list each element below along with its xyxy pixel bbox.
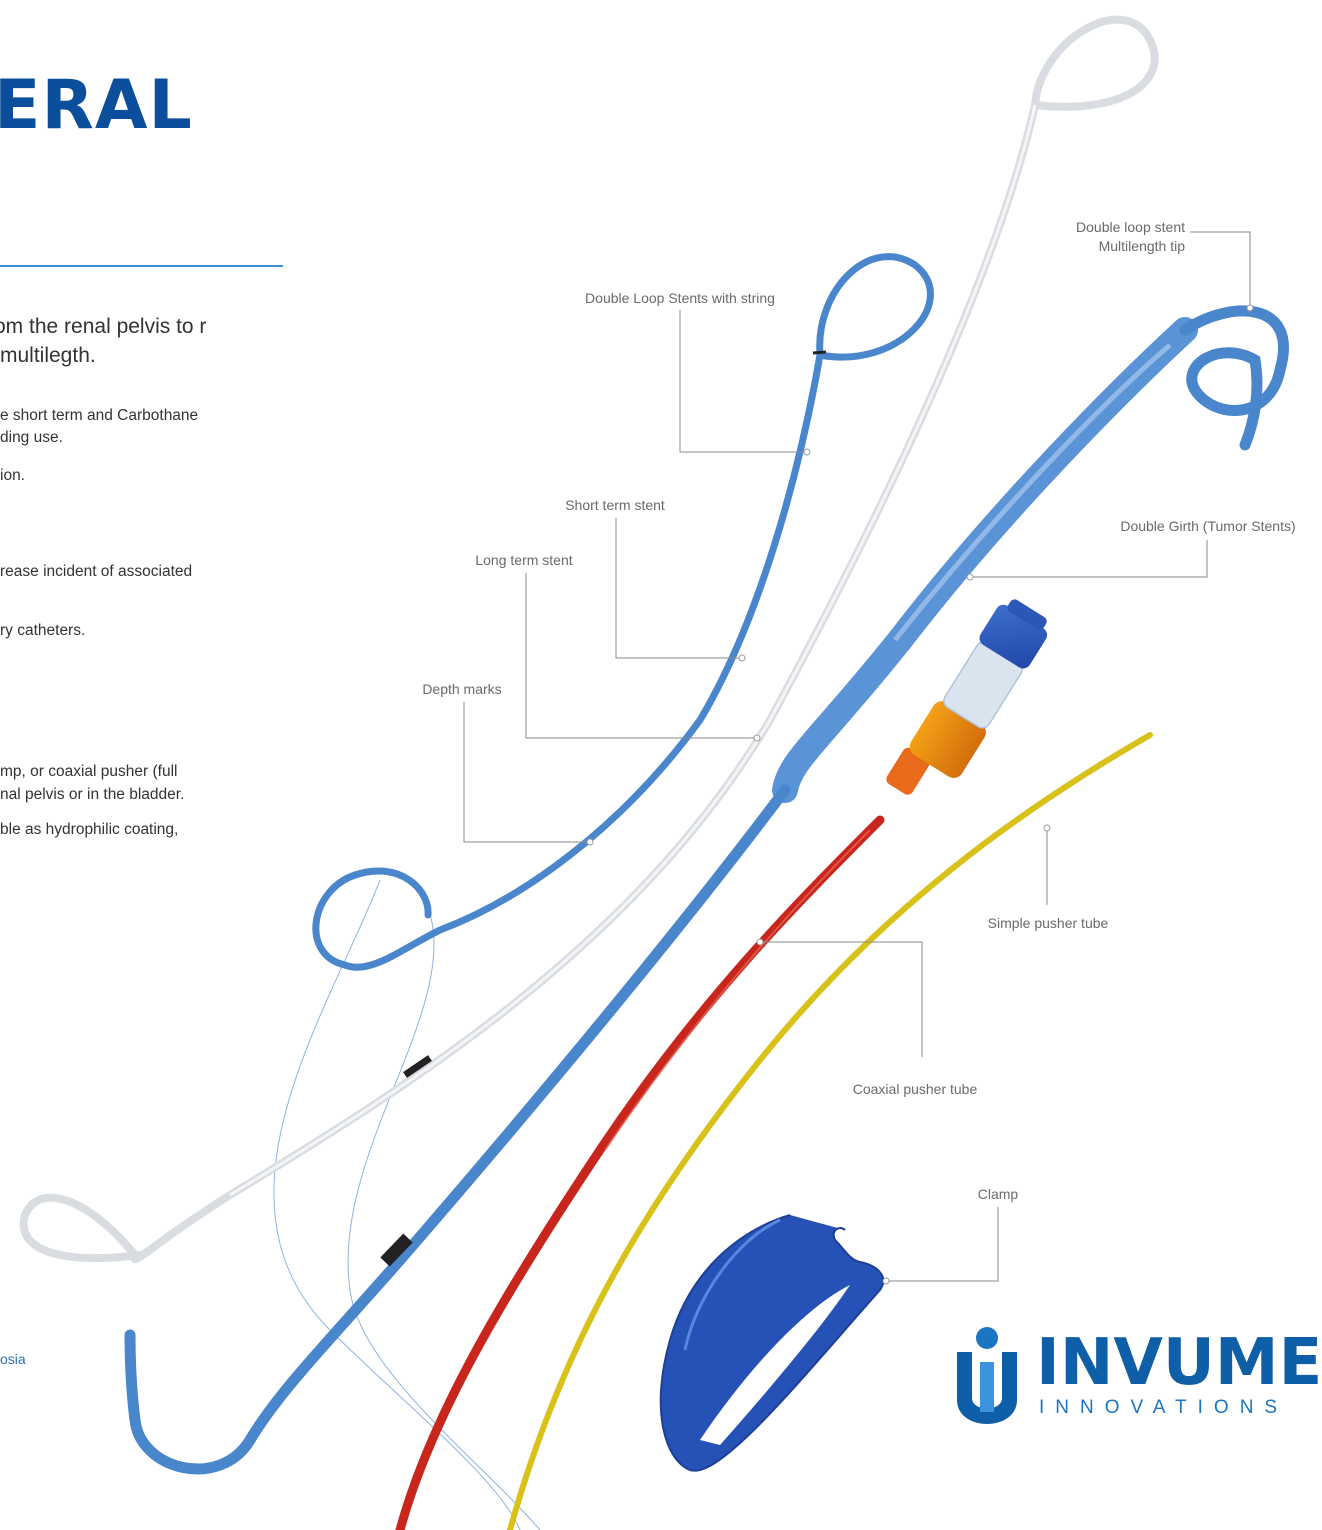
paragraph-line: e short term and Carbothane	[0, 407, 199, 424]
label-coaxial-pusher: Coaxial pusher tube	[853, 1081, 978, 1097]
simple-pusher-tube	[507, 732, 1153, 1530]
paragraph-line: ding use.	[0, 429, 63, 446]
paragraph-line: nal pelvis or in the bladder.	[0, 786, 185, 803]
paragraph-line: ry catheters.	[0, 622, 86, 639]
label-simple-pusher: Simple pusher tube	[988, 915, 1109, 931]
logo-sub: INNOVATIONS	[1039, 1397, 1288, 1418]
logo-name: INVUMED	[1036, 1326, 1322, 1400]
logo-mark-stem	[980, 1362, 994, 1412]
double-girth-tail	[124, 784, 791, 1475]
paragraph-line: mp, or coaxial pusher (full	[0, 763, 178, 780]
label-short-term: Short term stent	[565, 497, 665, 513]
brand-logo: INVUMED INNOVATIONS	[957, 1326, 1322, 1424]
logo-mark-dot	[976, 1327, 998, 1349]
page-title: ERAL	[0, 66, 193, 145]
double-girth-highlight	[893, 343, 1172, 642]
paragraph-line: ion.	[0, 467, 25, 484]
title-divider	[0, 265, 283, 267]
depth-mark	[812, 350, 827, 355]
stent-string	[347, 899, 541, 1530]
label-long-term: Long term stent	[475, 552, 572, 568]
label-double-loop-string: Double Loop Stents with string	[585, 290, 775, 306]
logo-mark-u	[957, 1352, 1017, 1424]
stent-string	[273, 879, 521, 1530]
coaxial-pusher-tube-highlight	[604, 829, 871, 1151]
intro-text: om the renal pelvis to r multilegth.	[0, 315, 207, 367]
label-multilength-tip: Multilength tip	[1099, 238, 1186, 254]
callout-dots	[586, 304, 1254, 1285]
depth-mark	[380, 1233, 413, 1267]
luer-hub	[886, 599, 1048, 795]
clamp-illustration	[659, 1214, 885, 1472]
long-term-stent-shading	[229, 104, 1037, 1197]
depth-mark	[403, 1055, 432, 1078]
paragraph-line: ble as hydrophilic coating,	[0, 821, 179, 838]
callout-leaders	[463, 231, 1251, 1282]
label-clamp: Clamp	[978, 1186, 1019, 1202]
label-depth-marks: Depth marks	[422, 681, 501, 697]
double-girth-loop	[1179, 305, 1289, 451]
label-double-girth: Double Girth (Tumor Stents)	[1120, 518, 1295, 534]
label-double-loop-multilength: Double loop stent	[1076, 219, 1185, 235]
paragraph-line: rease incident of associated	[0, 563, 193, 580]
coaxial-pusher-tube	[395, 815, 885, 1530]
double-loop-string-stent	[312, 253, 934, 971]
footer-text: osia	[0, 1351, 26, 1367]
